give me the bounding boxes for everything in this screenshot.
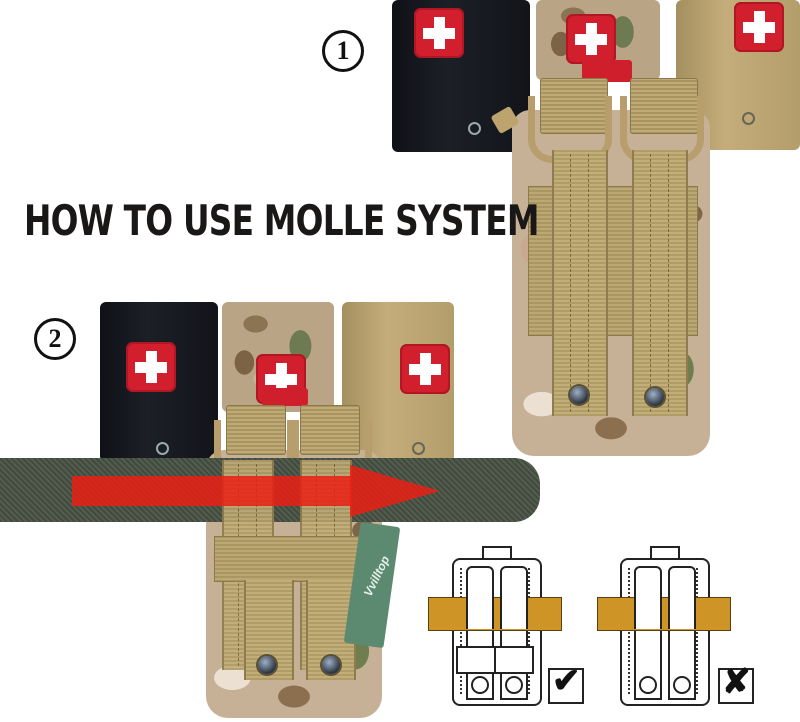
snap-button xyxy=(258,656,276,674)
page-title: HOW TO USE MOLLE SYSTEM xyxy=(24,196,539,245)
molle-strap-right xyxy=(632,150,688,416)
camo-pouch-step1 xyxy=(536,0,660,80)
checkmark-box: ✔ xyxy=(548,664,584,704)
molle-strap-tab-left xyxy=(244,580,294,680)
diagram-flap-fastened xyxy=(494,646,534,674)
step-1-number: 1 xyxy=(336,36,350,65)
pull-tab xyxy=(582,60,632,82)
diagram-snap xyxy=(471,676,489,694)
grommet xyxy=(412,442,425,455)
pull-tab xyxy=(262,388,308,406)
grommet xyxy=(742,112,755,125)
snap-button xyxy=(646,388,664,406)
diagram-flap-fastened xyxy=(456,646,496,674)
molle-webbing xyxy=(214,536,364,582)
diagram-snap xyxy=(505,676,523,694)
snap-button xyxy=(570,386,588,404)
direction-arrow-icon xyxy=(350,465,440,517)
diagram-snap xyxy=(639,676,657,694)
grommet xyxy=(156,442,169,455)
direction-arrow-shaft xyxy=(72,476,352,506)
checkmark-icon: ✔ xyxy=(552,662,581,700)
diagram-strap xyxy=(500,566,528,700)
snap-button xyxy=(322,656,340,674)
step-1-badge: 1 xyxy=(322,30,364,72)
x-mark-box: ✘ xyxy=(718,663,754,704)
diagram-belt xyxy=(428,597,562,631)
x-mark-icon: ✘ xyxy=(722,663,751,701)
medical-cross-icon xyxy=(566,14,616,64)
black-pouch-step2 xyxy=(100,302,218,462)
step-2-badge: 2 xyxy=(34,318,76,360)
diagram-belt xyxy=(597,597,731,631)
brand-tag-text: Vvilltop xyxy=(360,553,393,599)
grommet xyxy=(468,122,481,135)
medical-cross-icon xyxy=(126,342,176,392)
tan-pouch-step1 xyxy=(676,0,800,150)
medical-cross-icon xyxy=(414,8,464,58)
step-2-number: 2 xyxy=(48,324,62,353)
black-pouch-step1 xyxy=(392,0,530,152)
molle-strap-left xyxy=(552,150,608,416)
medical-cross-icon xyxy=(400,344,450,394)
medical-cross-icon xyxy=(734,2,784,52)
diagram-snap xyxy=(673,676,691,694)
